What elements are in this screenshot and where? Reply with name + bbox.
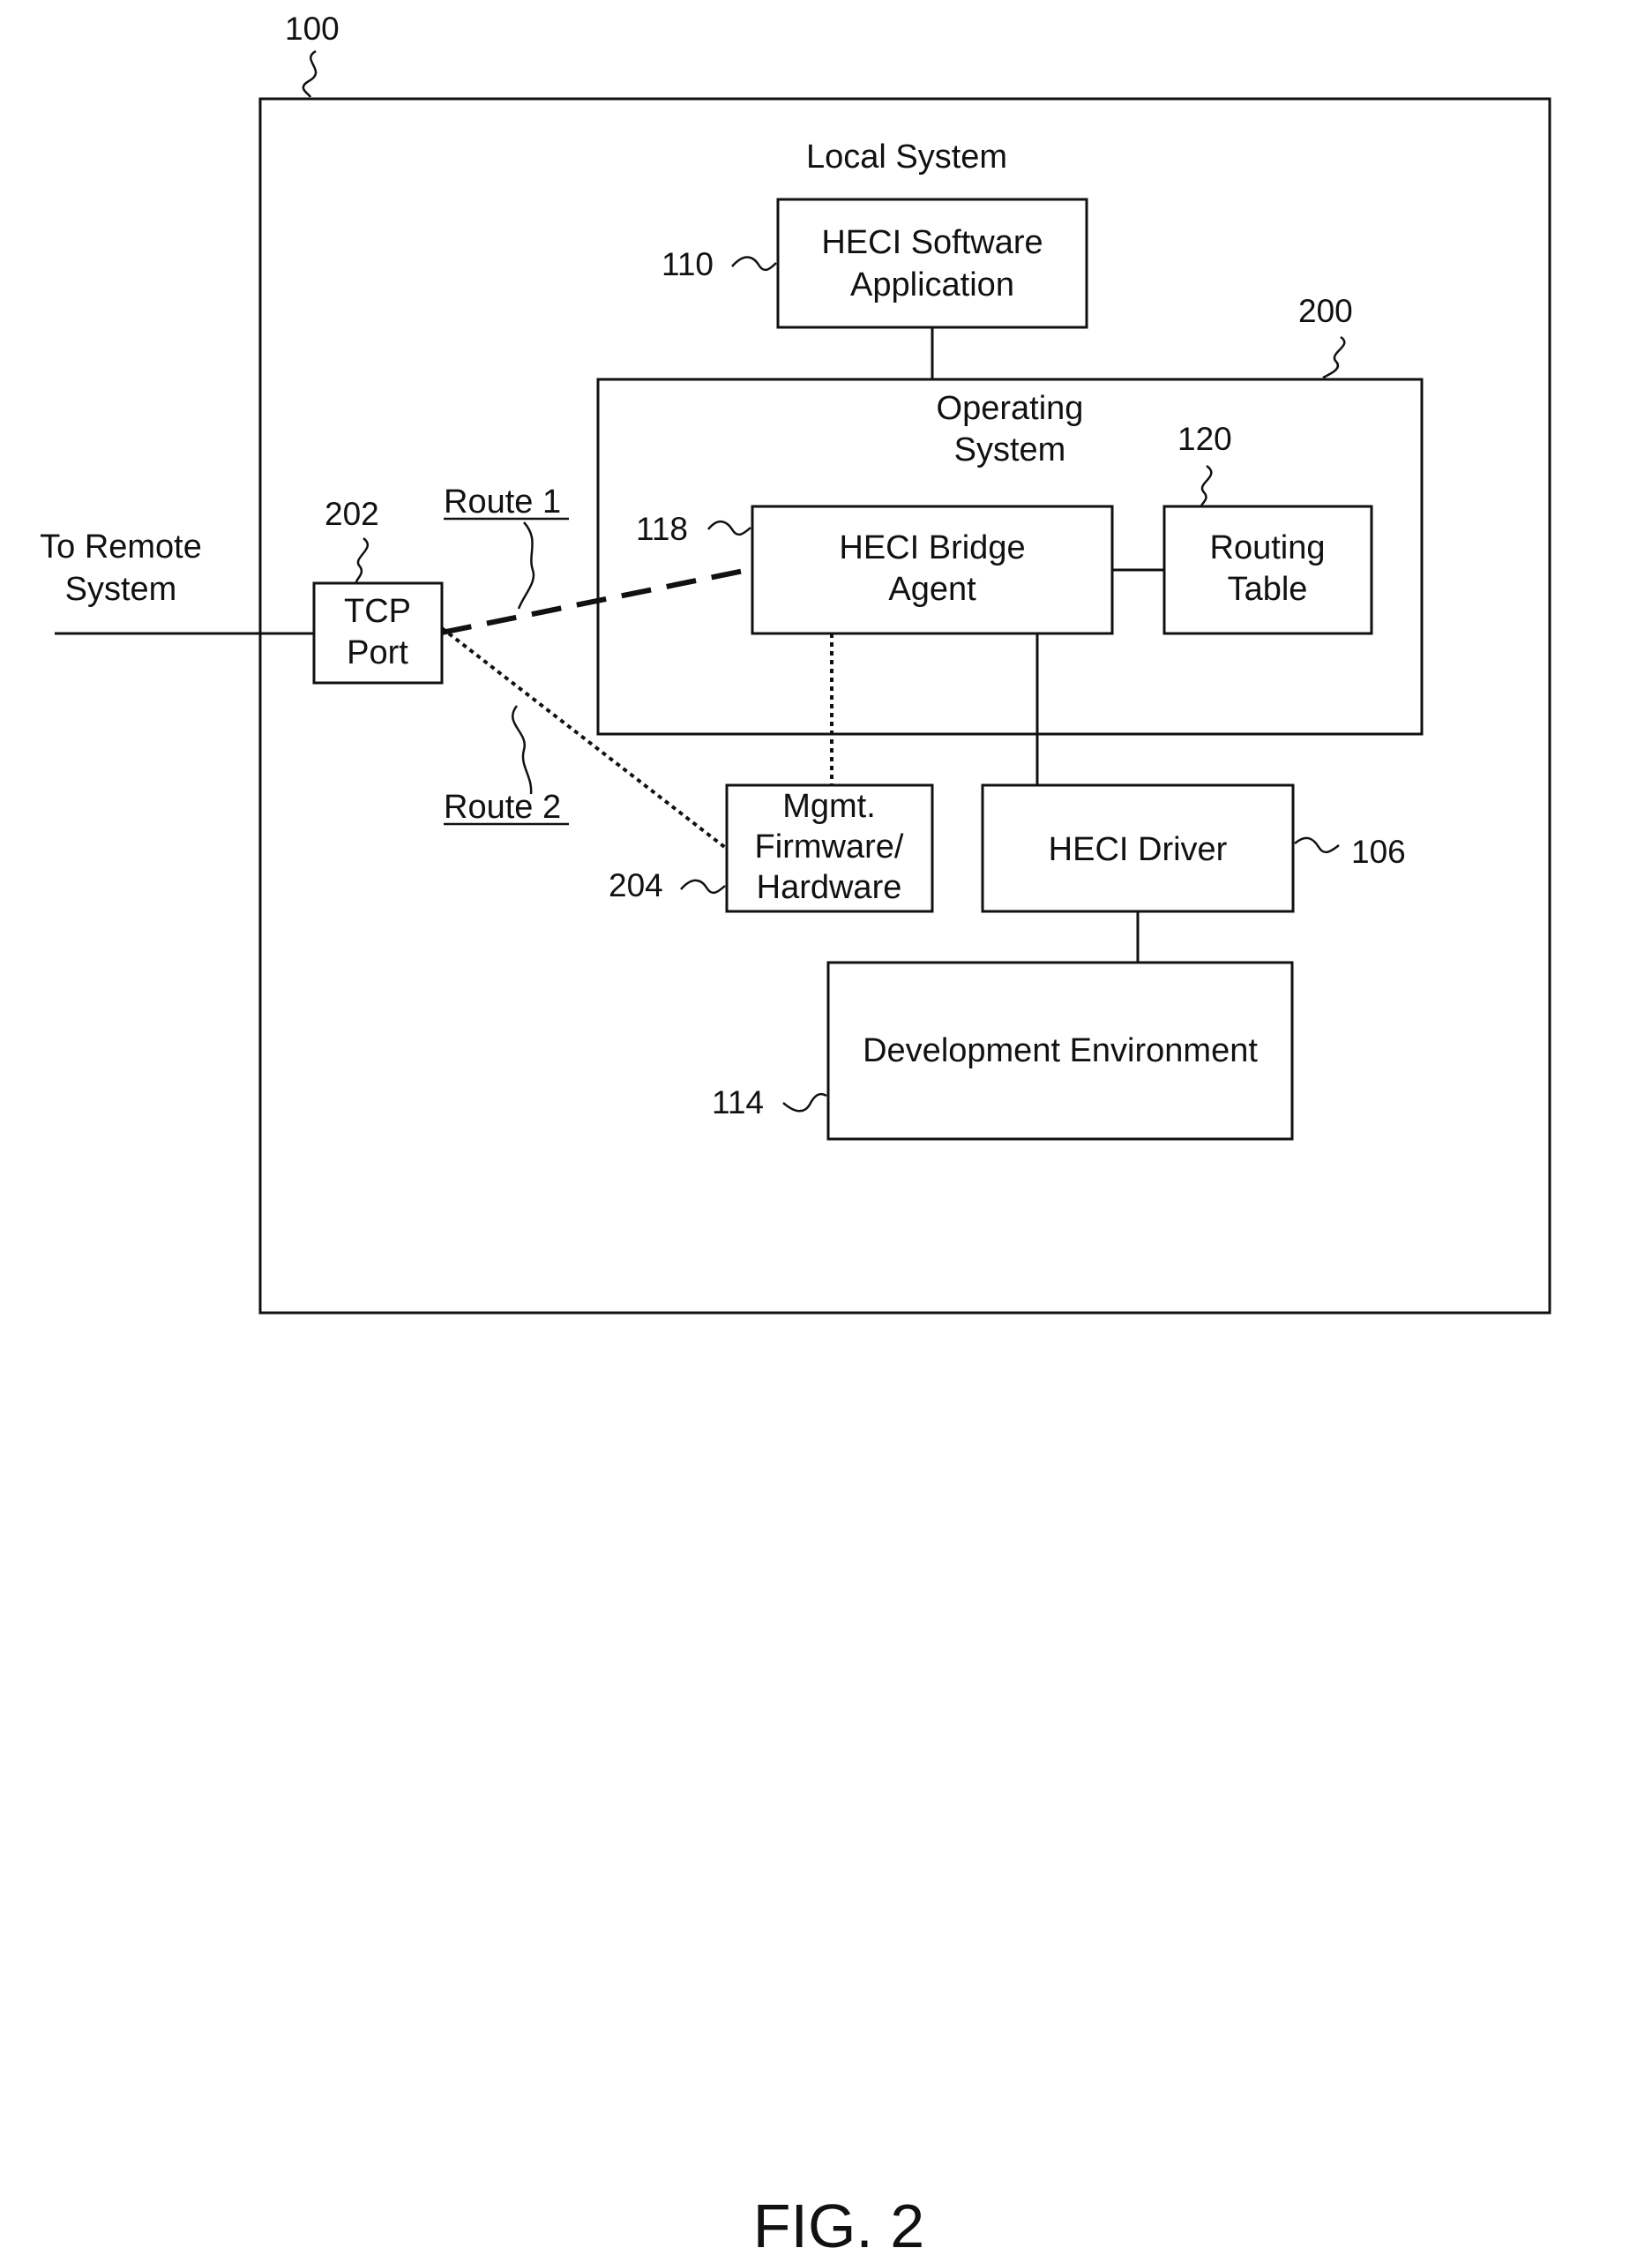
route-1-leader <box>517 521 535 610</box>
ref-110-leader <box>731 256 777 272</box>
heci-software-application-box <box>776 198 1088 329</box>
mgmt-firmware-label-line1: Mgmt. <box>782 788 876 825</box>
development-environment-label: Development Environment <box>863 1032 1258 1069</box>
ref-118-leader <box>707 521 751 536</box>
local-system-box <box>258 97 1551 1315</box>
routing-table-label-line2: Table <box>1228 571 1308 608</box>
heci-software-application-label-line2: Application <box>850 266 1014 303</box>
ref-204-leader <box>680 879 726 895</box>
ref-100: 100 <box>285 11 340 47</box>
operating-system-label-line1: Operating <box>937 390 1084 427</box>
ref-118: 118 <box>636 511 688 547</box>
tcp-port-box <box>312 581 444 685</box>
ref-120-leader <box>1200 464 1213 507</box>
ref-114: 114 <box>712 1084 764 1120</box>
ref-106: 106 <box>1351 834 1406 870</box>
heci-driver-label: HECI Driver <box>1049 831 1228 868</box>
development-environment-box <box>826 961 1294 1141</box>
ref-100-leader <box>302 49 318 98</box>
route-1-label: Route 1 <box>444 483 561 521</box>
operating-system-label-line2: System <box>954 431 1066 468</box>
ref-202: 202 <box>325 496 379 532</box>
routing-table-label-line1: Routing <box>1210 529 1326 566</box>
mgmt-firmware-label-line2: Firmware/ <box>755 828 904 865</box>
figure-caption: FIG. 2 <box>753 2192 924 2260</box>
operating-system-box <box>596 378 1424 736</box>
to-remote-system-label-line2: System <box>65 571 177 608</box>
local-system-label: Local System <box>806 139 1007 176</box>
ref-106-leader <box>1294 836 1340 854</box>
route-2-label: Route 2 <box>444 789 561 826</box>
to-remote-system-label-line1: To Remote <box>40 528 202 566</box>
ref-120: 120 <box>1177 421 1232 457</box>
route-1-path <box>441 566 753 635</box>
heci-bridge-agent-label-line1: HECI Bridge <box>839 529 1025 566</box>
ref-200-leader <box>1322 335 1346 379</box>
tcp-port-label-line1: TCP <box>344 593 411 630</box>
heci-bridge-agent-box <box>751 505 1114 635</box>
ref-200: 200 <box>1298 293 1353 329</box>
mgmt-firmware-box <box>725 783 934 913</box>
ref-114-leader <box>782 1092 827 1113</box>
route-2-path <box>440 626 729 850</box>
ref-110: 110 <box>662 246 714 282</box>
heci-software-application-label-line1: HECI Software <box>821 224 1043 261</box>
mgmt-firmware-label-line3: Hardware <box>757 869 902 906</box>
heci-bridge-agent-label-line2: Agent <box>888 571 976 608</box>
tcp-port-label-line2: Port <box>347 634 408 671</box>
ref-204: 204 <box>609 867 663 903</box>
routing-table-box <box>1162 505 1373 635</box>
ref-202-leader <box>355 537 370 583</box>
route-2-leader <box>512 705 533 795</box>
